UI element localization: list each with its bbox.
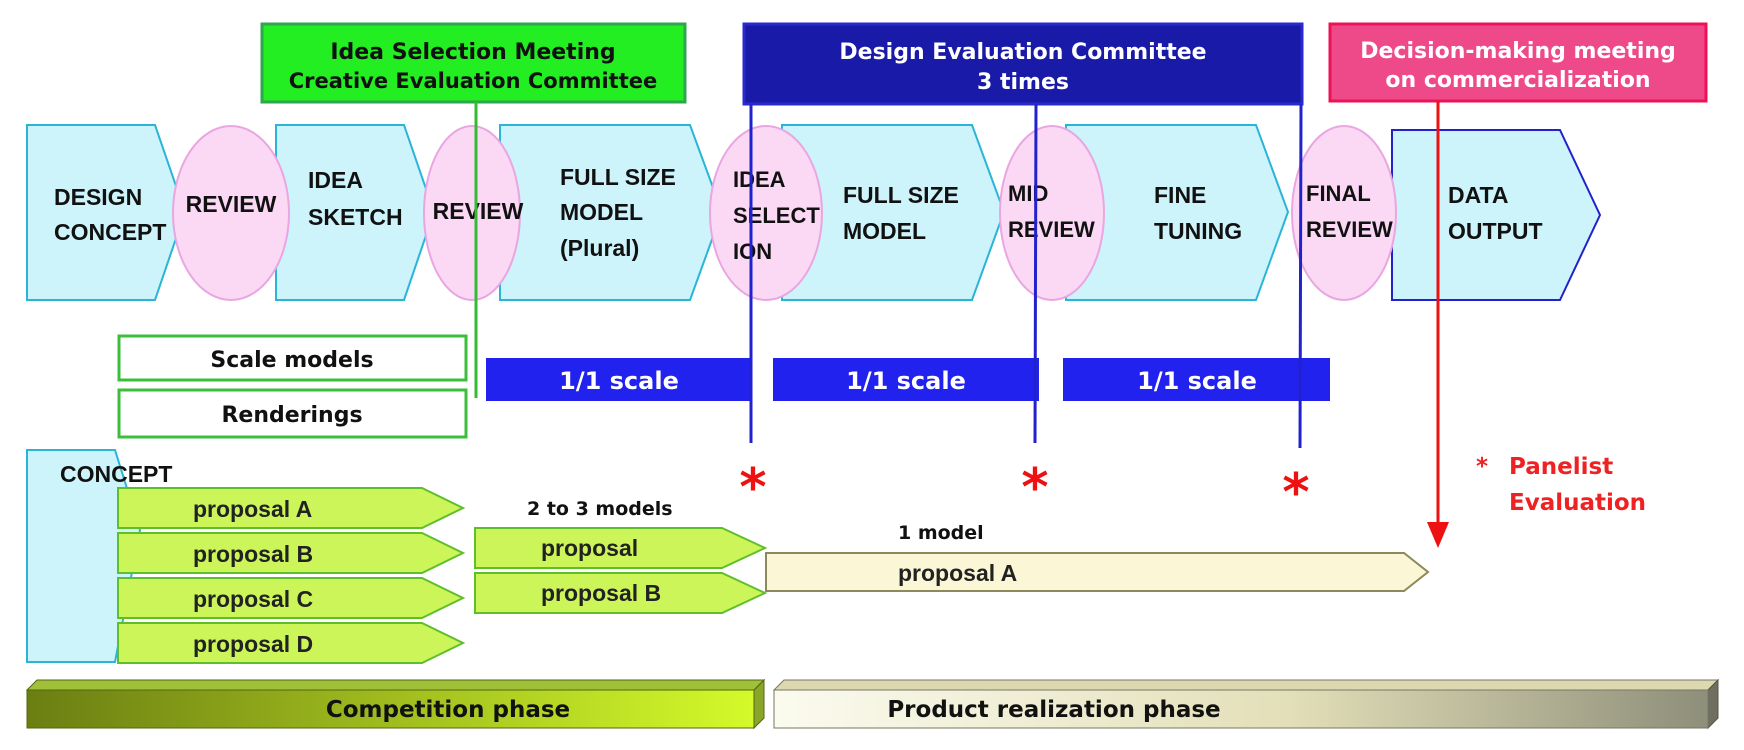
step-final-review: FINAL REVIEW — [1291, 125, 1397, 301]
proposal-b-label: proposal B — [193, 541, 313, 567]
step-fine-tuning-line1: FINE — [1154, 182, 1206, 208]
step-full-size-model: FULL SIZE MODEL — [781, 124, 1006, 301]
step-idea-sketch: IDEA SKETCH — [275, 124, 436, 301]
step-full-size-model-plural-line2: MODEL — [560, 199, 643, 225]
step-review-2-label: REVIEW — [433, 198, 524, 224]
decision-making-meeting-title: Decision-making meeting — [1360, 39, 1676, 64]
step-data-output: DATA OUTPUT — [1391, 129, 1602, 301]
evaluation-line-3 — [1298, 103, 1303, 449]
step-mid-review-line2: REVIEW — [1008, 217, 1095, 242]
design-evaluation-committee-title: Design Evaluation Committee — [839, 40, 1206, 65]
renderings-label: Renderings — [221, 403, 362, 428]
decision-arrow — [1427, 101, 1449, 548]
scale-bar-2-label: 1/1 scale — [846, 367, 966, 395]
panelist-evaluation-legend: * Panelist Evaluation — [1476, 454, 1646, 516]
proposal-c-arrow: proposal C — [117, 577, 466, 619]
step-idea-selection-line2: SELECT — [733, 203, 820, 228]
final-proposal-arrow: proposal A — [765, 552, 1430, 592]
selected-proposal-1-arrow: proposal — [474, 527, 768, 569]
step-full-size-model-line1: FULL SIZE — [843, 182, 959, 208]
proposal-d-arrow: proposal D — [117, 622, 466, 664]
step-full-size-model-plural-line1: FULL SIZE — [560, 164, 676, 190]
competition-phase-label: Competition phase — [326, 697, 570, 723]
concept-box: CONCEPT — [26, 449, 172, 663]
proposal-b-arrow: proposal B — [117, 532, 466, 574]
design-evaluation-frequency: 3 times — [977, 70, 1069, 95]
step-idea-sketch-line2: SKETCH — [308, 204, 403, 230]
competition-phase-bar: Competition phase — [25, 678, 766, 730]
models-note: 2 to 3 models — [527, 498, 673, 520]
panelist-marker-2: * — [1021, 458, 1048, 518]
final-proposal-label: proposal A — [898, 560, 1017, 586]
step-review-2: REVIEW — [423, 125, 524, 301]
step-data-output-line2: OUTPUT — [1448, 218, 1543, 244]
scale-bar-3-label: 1/1 scale — [1137, 367, 1257, 395]
commercialization-label: on commercialization — [1385, 68, 1650, 93]
proposal-a-arrow: proposal A — [117, 487, 466, 529]
renderings-box: Renderings — [117, 388, 468, 439]
concept-label: CONCEPT — [60, 461, 172, 487]
selected-proposal-2-arrow: proposal B — [474, 572, 768, 614]
decision-making-meeting-box: Decision-making meeting on commercializa… — [1328, 22, 1708, 103]
creative-evaluation-committee-label: Creative Evaluation Committee — [289, 69, 657, 93]
selected-proposal-1-label: proposal — [541, 535, 638, 561]
legend-line1: Panelist — [1509, 454, 1613, 480]
step-idea-sketch-line1: IDEA — [308, 167, 363, 193]
step-design-concept: DESIGN CONCEPT — [26, 124, 187, 301]
step-review-1: REVIEW — [172, 125, 290, 301]
step-fine-tuning-line2: TUNING — [1154, 218, 1242, 244]
selected-proposal-2-label: proposal B — [541, 580, 661, 606]
legend-line2: Evaluation — [1509, 490, 1646, 516]
legend-star: * — [1476, 454, 1488, 480]
design-evaluation-committee-box: Design Evaluation Committee 3 times — [742, 22, 1304, 106]
proposal-c-label: proposal C — [193, 586, 313, 612]
step-mid-review: MID REVIEW — [999, 125, 1105, 301]
idea-selection-meeting-box: Idea Selection Meeting Creative Evaluati… — [260, 22, 687, 104]
step-final-review-line1: FINAL — [1306, 181, 1371, 206]
one-model-note: 1 model — [898, 522, 984, 544]
panelist-marker-3: * — [1282, 463, 1309, 523]
proposal-a-label: proposal A — [193, 496, 312, 522]
step-full-size-model-plural: FULL SIZE MODEL (Plural) — [499, 124, 724, 301]
step-data-output-line1: DATA — [1448, 182, 1508, 208]
scale-bar-2: 1/1 scale — [773, 358, 1039, 401]
scale-models-box: Scale models — [117, 334, 468, 382]
realization-phase-bar: Product realization phase — [772, 678, 1720, 730]
step-idea-selection: IDEA SELECT ION — [709, 125, 823, 301]
panelist-marker-1: * — [739, 458, 766, 518]
scale-bar-1-label: 1/1 scale — [559, 367, 679, 395]
step-fine-tuning: FINE TUNING — [1065, 124, 1290, 301]
realization-phase-label: Product realization phase — [887, 697, 1220, 723]
step-design-concept-line2: CONCEPT — [54, 219, 166, 245]
step-mid-review-line1: MID — [1008, 181, 1048, 206]
scale-bar-1: 1/1 scale — [486, 358, 752, 401]
step-idea-selection-line1: IDEA — [733, 167, 786, 192]
idea-selection-meeting-title: Idea Selection Meeting — [330, 40, 615, 65]
proposal-d-label: proposal D — [193, 631, 313, 657]
step-review-1-label: REVIEW — [186, 191, 277, 217]
step-idea-selection-line3: ION — [733, 239, 772, 264]
step-design-concept-line1: DESIGN — [54, 184, 142, 210]
step-final-review-line2: REVIEW — [1306, 217, 1393, 242]
evaluation-line-2 — [1033, 103, 1038, 444]
scale-models-label: Scale models — [210, 348, 373, 373]
step-full-size-model-line2: MODEL — [843, 218, 926, 244]
step-full-size-model-plural-line3: (Plural) — [560, 235, 639, 261]
scale-bar-3: 1/1 scale — [1063, 358, 1330, 401]
